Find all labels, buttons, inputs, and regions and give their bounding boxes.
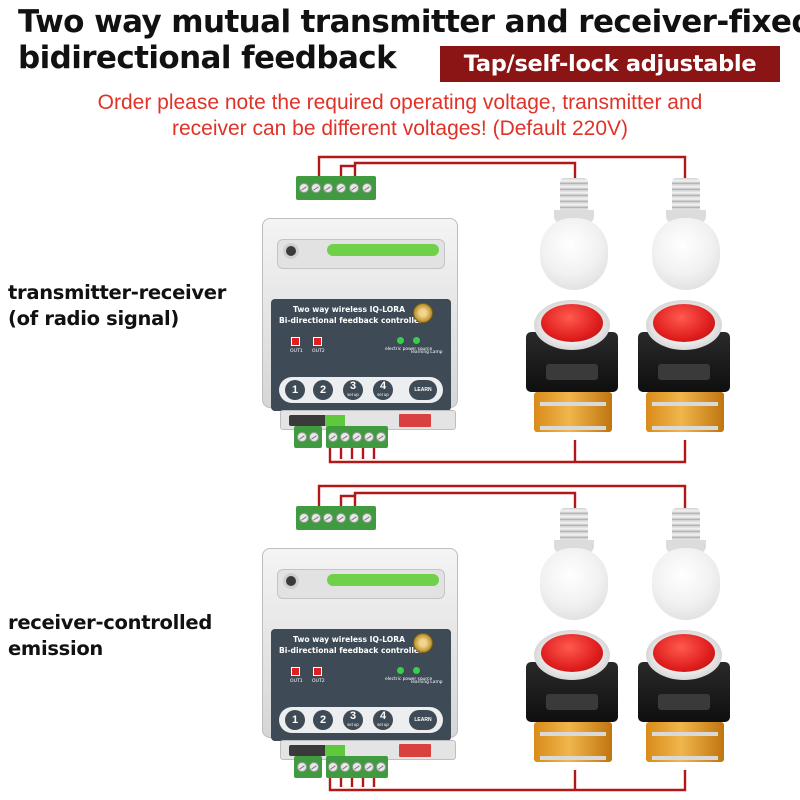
- key-2[interactable]: 2: [313, 710, 333, 730]
- wire-top-common: [317, 155, 687, 185]
- wires-bottom-unit: [317, 484, 687, 792]
- power-label: electric power source: [385, 677, 433, 682]
- wire-top-lamp-2: [353, 491, 577, 515]
- learning-label: learning Lamp: [411, 680, 443, 685]
- panel-subtitle: Bi-directional feedback controller: [279, 646, 423, 655]
- power-led: [397, 337, 404, 344]
- out2-label: OUT2: [312, 349, 325, 354]
- light-bulb-icon: [652, 508, 720, 622]
- light-bulb-icon: [540, 178, 608, 292]
- learning-led: [413, 337, 420, 344]
- light-bulb-icon: [540, 508, 608, 622]
- push-button-switch[interactable]: [524, 300, 622, 440]
- wire-bottom-common-2: [328, 770, 687, 792]
- rail-clip: [289, 415, 339, 426]
- controller-case: Two way wireless IQ-LORA Bi-directional …: [262, 548, 458, 741]
- key-learn[interactable]: LEARN: [409, 380, 437, 400]
- out1-led: [291, 337, 300, 346]
- mount-hole: [283, 243, 299, 259]
- power-label: electric power source: [385, 347, 433, 352]
- green-strip: [327, 244, 439, 256]
- dip-switch[interactable]: [399, 414, 431, 427]
- power-led: [397, 667, 404, 674]
- out2-led: [313, 667, 322, 676]
- label-a-line-2: (of radio signal): [8, 307, 179, 330]
- mode-badge: Tap/self-lock adjustable: [440, 46, 780, 82]
- key-1[interactable]: 1: [285, 380, 305, 400]
- push-button-switch[interactable]: [636, 300, 734, 440]
- label-receiver-controlled: receiver-controlled emission: [8, 610, 212, 662]
- wire-top-bridge: [339, 164, 357, 180]
- din-rail-base: [280, 410, 456, 430]
- label-transmitter-receiver: transmitter-receiver (of radio signal): [8, 280, 226, 332]
- out2-led: [313, 337, 322, 346]
- bottom-terminal-inputs: [326, 426, 388, 448]
- title-line-1: Two way mutual transmitter and receiver-…: [18, 4, 800, 40]
- out1-led: [291, 667, 300, 676]
- panel-title: Two way wireless IQ-LORA: [293, 635, 405, 644]
- wire-bottom-common: [328, 440, 687, 464]
- learning-label: learning Lamp: [411, 350, 443, 355]
- push-button-switch[interactable]: [636, 630, 734, 770]
- control-panel: Two way wireless IQ-LORA Bi-directional …: [271, 629, 451, 741]
- panel-title: Two way wireless IQ-LORA: [293, 305, 405, 314]
- out1-label: OUT1: [290, 679, 303, 684]
- bottom-terminal-power: [294, 426, 322, 448]
- out1-label: OUT1: [290, 349, 303, 354]
- label-a-line-1: transmitter-receiver: [8, 281, 227, 304]
- voltage-note-line-2: receiver can be different voltages! (Def…: [171, 117, 629, 140]
- light-bulb-icon: [652, 178, 720, 292]
- antenna-connector-icon: [413, 633, 433, 653]
- panel-subtitle: Bi-directional feedback controller: [279, 316, 423, 325]
- label-b-line-2: emission: [8, 637, 104, 660]
- dip-switch[interactable]: [399, 744, 431, 757]
- rail-green-tab: [325, 745, 345, 756]
- bottom-terminal-power: [294, 756, 322, 778]
- antenna-connector-icon: [413, 303, 433, 323]
- control-panel: Two way wireless IQ-LORA Bi-directional …: [271, 299, 451, 411]
- wire-top-bridge-2: [339, 494, 357, 510]
- voltage-note-line-1: Order please note the required operating…: [97, 91, 703, 114]
- out2-label: OUT2: [312, 679, 325, 684]
- mount-hole: [283, 573, 299, 589]
- key-1[interactable]: 1: [285, 710, 305, 730]
- learning-led: [413, 667, 420, 674]
- key-learn[interactable]: LEARN: [409, 710, 437, 730]
- wire-top-common-2: [317, 484, 687, 515]
- green-strip: [327, 574, 439, 586]
- top-terminal-block: [296, 176, 376, 200]
- wire-top-lamp-1: [353, 161, 577, 185]
- key-2[interactable]: 2: [313, 380, 333, 400]
- label-b-line-1: receiver-controlled: [8, 611, 212, 634]
- rail-green-tab: [325, 415, 345, 426]
- controller-case: Two way wireless IQ-LORA Bi-directional …: [262, 218, 458, 411]
- rail-clip: [289, 745, 339, 756]
- wires-top-unit: [317, 155, 687, 464]
- bottom-terminal-inputs: [326, 756, 388, 778]
- push-button-switch[interactable]: [524, 630, 622, 770]
- title-line-2: bidirectional feedback: [18, 40, 397, 76]
- top-terminal-block: [296, 506, 376, 530]
